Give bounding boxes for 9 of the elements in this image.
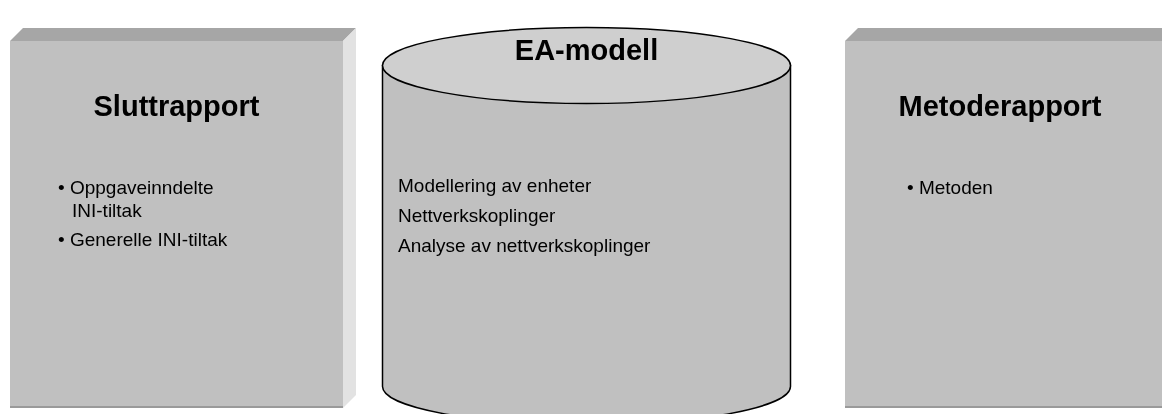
heading: EA-modell bbox=[513, 34, 660, 67]
heading: Sluttrapport bbox=[92, 90, 261, 123]
list-item: Nettverkskoplinger bbox=[398, 204, 557, 228]
bullet-item: • Metoden bbox=[907, 176, 994, 199]
list-item: Modellering av enheter bbox=[398, 174, 593, 198]
bullet-item: • Generelle INI-tiltak bbox=[58, 228, 229, 251]
heading: Metoderapport bbox=[897, 90, 1103, 123]
list-item: Analyse av nettverkskoplinger bbox=[398, 234, 652, 258]
bullet-item: • Oppgaveinndelte INI-tiltak bbox=[58, 176, 215, 222]
